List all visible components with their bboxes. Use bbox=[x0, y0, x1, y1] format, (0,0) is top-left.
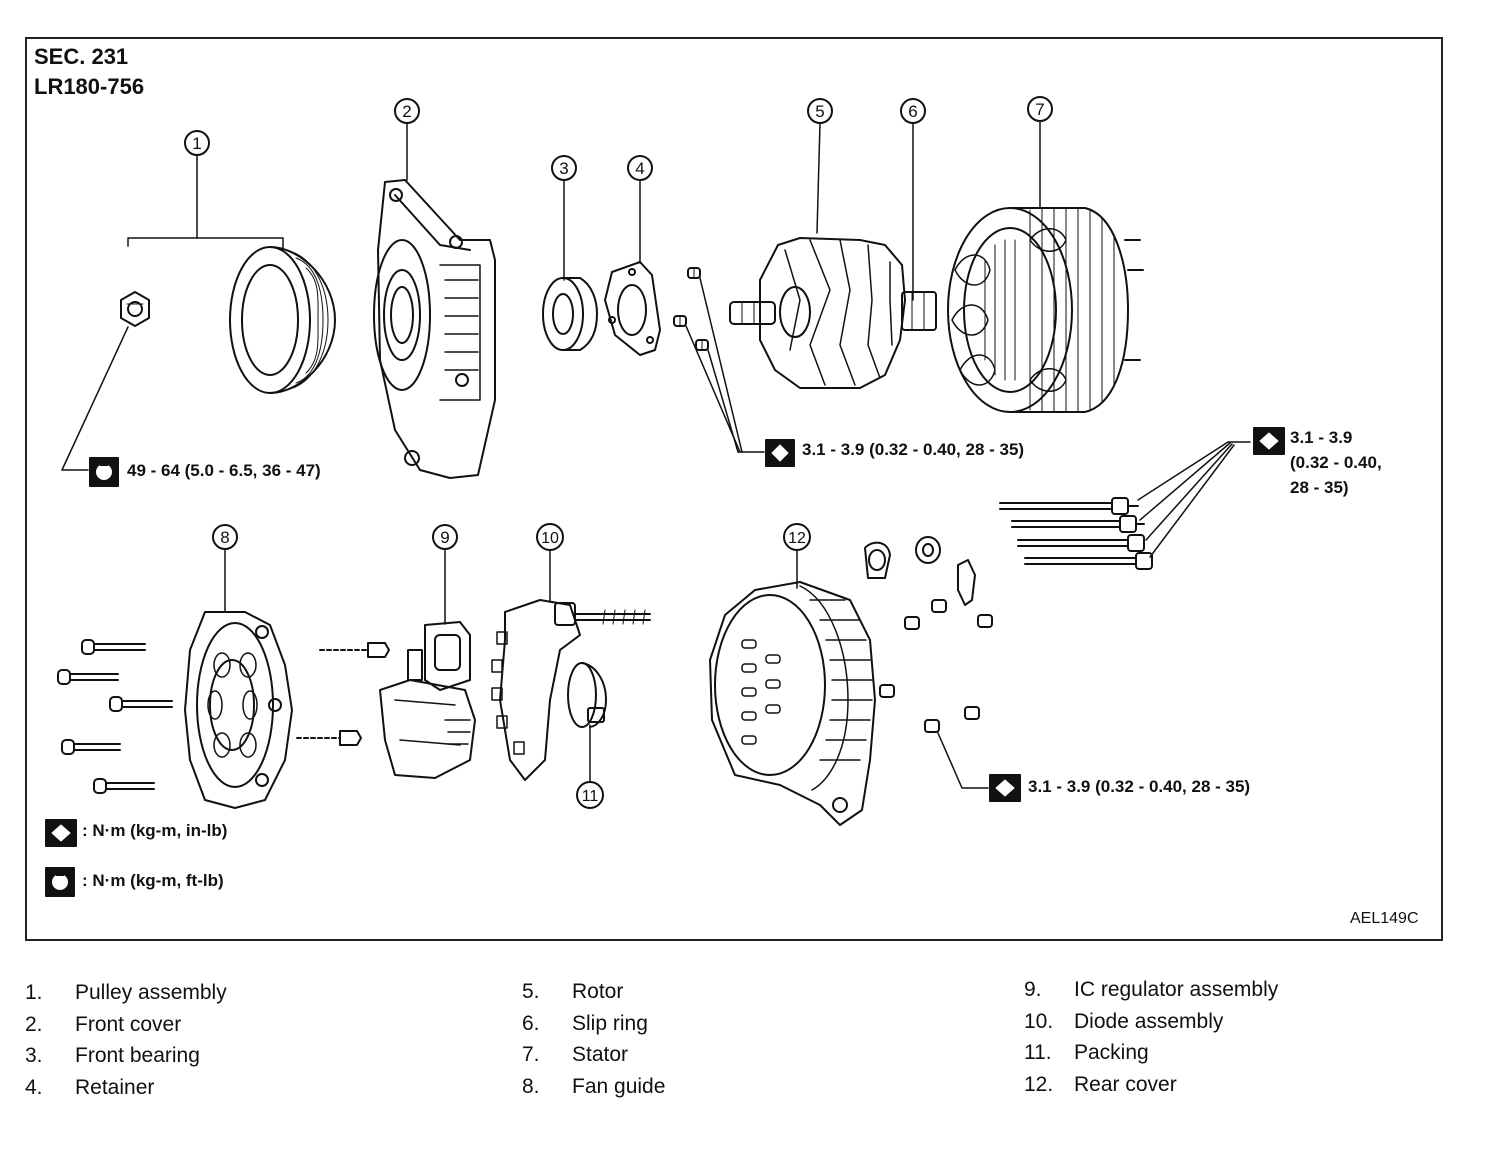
torque-symbol-front-screws bbox=[765, 439, 795, 467]
legend-item: 2.Front cover bbox=[25, 1012, 182, 1036]
fan-guide bbox=[184, 611, 293, 809]
legend-item: 4.Retainer bbox=[25, 1075, 155, 1099]
callout-8: 8 bbox=[212, 524, 238, 550]
torque-pulley-nut: 49 - 64 (5.0 - 6.5, 36 - 47) bbox=[127, 461, 321, 480]
pulley-nut bbox=[120, 291, 150, 327]
rear-terminal-parts bbox=[864, 536, 993, 733]
alternator-model: LR180-756 bbox=[34, 74, 145, 99]
rear-nut-leader bbox=[937, 732, 989, 789]
rear-cover bbox=[709, 581, 876, 826]
callout-5: 5 bbox=[807, 98, 833, 124]
callout-6-text: 6 bbox=[908, 102, 917, 121]
retainer-screws bbox=[673, 267, 709, 351]
torque-through-bolts-line2: (0.32 - 0.40, bbox=[1290, 453, 1382, 472]
stator bbox=[947, 207, 1144, 413]
torque-rear-nuts: 3.1 - 3.9 (0.32 - 0.40, 28 - 35) bbox=[1028, 777, 1251, 796]
callout-7: 7 bbox=[1027, 96, 1053, 122]
retainer-screw-leaders bbox=[685, 277, 765, 453]
legend-item: 5.Rotor bbox=[522, 980, 624, 1003]
parts-legend-col3: 9.IC regulator assembly 10.Diode assembl… bbox=[1024, 974, 1278, 1100]
callout-leaders bbox=[127, 120, 1041, 783]
torque-through-bolts-line1: 3.1 - 3.9 bbox=[1290, 428, 1353, 447]
callout-1-text: 1 bbox=[192, 134, 201, 153]
figure-code: AEL149C bbox=[1350, 910, 1419, 927]
torque-symbol-rear-nuts bbox=[989, 774, 1021, 802]
callout-11: 11 bbox=[576, 781, 604, 809]
callout-2: 2 bbox=[394, 98, 420, 124]
callout-11-text: 11 bbox=[582, 788, 599, 805]
exploded-view-frame bbox=[25, 37, 1443, 941]
parts-legend-col2: 5.Rotor 6.Slip ring 7.Stator 8.Fan guide bbox=[522, 976, 665, 1102]
callout-10: 10 bbox=[536, 523, 564, 551]
legend-item: 9.IC regulator assembly bbox=[1024, 978, 1279, 1001]
front-cover bbox=[373, 179, 496, 479]
key-symbol-large-torque bbox=[45, 867, 75, 897]
legend-item: 11.Packing bbox=[1024, 1041, 1149, 1064]
diode-assembly bbox=[491, 599, 651, 781]
callout-3-text: 3 bbox=[559, 159, 568, 178]
legend-item: 8.Fan guide bbox=[522, 1074, 666, 1098]
regulator-rivets bbox=[296, 642, 390, 746]
through-bolt-leaders bbox=[1137, 441, 1251, 558]
units-key-large: : N·m (kg-m, ft-lb) bbox=[82, 871, 224, 890]
callout-7-text: 7 bbox=[1035, 100, 1044, 119]
callout-1: 1 bbox=[184, 130, 210, 156]
callout-4-text: 4 bbox=[635, 159, 644, 178]
torque-symbol-through-bolts bbox=[1253, 427, 1285, 455]
callout-6: 6 bbox=[900, 98, 926, 124]
callout-12: 12 bbox=[783, 523, 811, 551]
callout-4: 4 bbox=[627, 155, 653, 181]
legend-item: 1.Pulley assembly bbox=[25, 981, 227, 1004]
front-bearing bbox=[542, 277, 598, 351]
units-key-small: : N·m (kg-m, in-lb) bbox=[82, 821, 228, 840]
callout-circles: 1 2 3 4 5 6 7 8 9 10 11 12 bbox=[184, 96, 1053, 809]
legend-item: 12.Rear cover bbox=[1024, 1072, 1177, 1096]
callout-10-text: 10 bbox=[541, 530, 559, 547]
legend-item: 7.Stator bbox=[522, 1043, 629, 1066]
torque-symbol-pulley bbox=[89, 457, 119, 487]
retainer bbox=[604, 261, 661, 356]
callout-12-text: 12 bbox=[788, 530, 806, 547]
callout-5-text: 5 bbox=[815, 102, 824, 121]
fan-guide-screws bbox=[57, 639, 173, 794]
rotor bbox=[729, 237, 937, 389]
ic-regulator bbox=[379, 621, 476, 779]
section-number: SEC. 231 bbox=[34, 44, 129, 69]
callout-8-text: 8 bbox=[220, 528, 229, 547]
through-bolts bbox=[999, 497, 1153, 570]
callout-9-text: 9 bbox=[440, 528, 449, 547]
key-symbol-small-torque bbox=[45, 819, 77, 847]
legend-item: 3.Front bearing bbox=[25, 1044, 200, 1067]
callout-9: 9 bbox=[432, 524, 458, 550]
callout-2-text: 2 bbox=[402, 102, 411, 121]
torque-through-bolts-line3: 28 - 35) bbox=[1290, 478, 1349, 497]
pulley bbox=[229, 246, 336, 394]
torque-front-screws: 3.1 - 3.9 (0.32 - 0.40, 28 - 35) bbox=[802, 440, 1025, 459]
packing bbox=[567, 662, 607, 728]
callout-3: 3 bbox=[551, 155, 577, 181]
legend-item: 6.Slip ring bbox=[522, 1011, 648, 1035]
legend-item: 10.Diode assembly bbox=[1024, 1009, 1224, 1033]
parts-legend-col1: 1.Pulley assembly 2.Front cover 3.Front … bbox=[25, 977, 227, 1103]
pulley-nut-leader bbox=[61, 326, 129, 471]
